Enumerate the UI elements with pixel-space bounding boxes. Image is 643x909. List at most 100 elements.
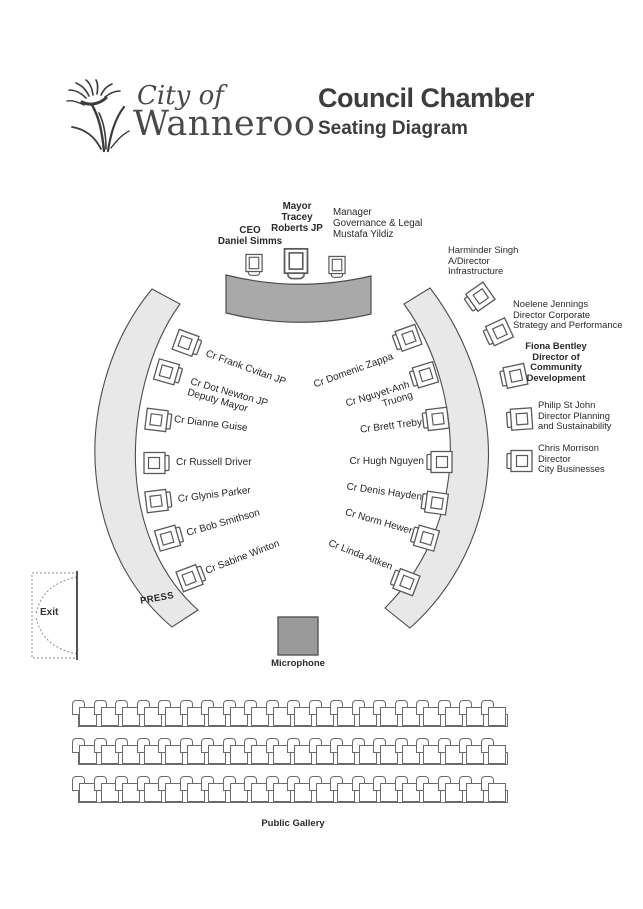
- chair-hugh-nguyen: [426, 450, 453, 474]
- gallery-seat: [179, 700, 208, 727]
- gallery-seat: [93, 776, 122, 803]
- label-harminder-singh: Harminder Singh A/Director Infrastructur…: [448, 244, 519, 277]
- chair-frank-cvitan: [172, 329, 203, 357]
- exit-label: Exit: [40, 607, 59, 618]
- mayor-label: Mayor Tracey Roberts JP: [271, 201, 323, 234]
- gallery-seat: [136, 776, 165, 803]
- gallery-seat-squab: [165, 745, 183, 764]
- gallery-seat: [287, 776, 315, 803]
- gallery-seat: [179, 776, 208, 803]
- gallery-seat-squab: [79, 783, 97, 802]
- gallery-seat: [351, 776, 380, 803]
- chair-philip-st-john: [505, 407, 534, 432]
- gallery-seat: [115, 738, 143, 765]
- gallery-seat: [158, 776, 186, 803]
- label-hugh-nguyen: Cr Hugh Nguyen: [349, 456, 424, 467]
- gallery-seat: [136, 700, 165, 727]
- gallery-seat: [308, 776, 337, 803]
- gallery-seat-squab: [444, 783, 463, 802]
- gallery-seat: [480, 700, 509, 727]
- gallery-seat-squab: [272, 745, 291, 764]
- gallery-seat-squab: [487, 745, 506, 764]
- gallery-seat-squab: [100, 707, 119, 726]
- gallery-seat: [330, 776, 358, 803]
- gallery-seat: [201, 738, 229, 765]
- gallery-seat-squab: [208, 707, 226, 726]
- mayor-chair: [283, 247, 309, 280]
- gallery-seat-squab: [401, 745, 420, 764]
- gallery-seat-squab: [315, 707, 334, 726]
- kangaroo-paw-icon: [66, 79, 130, 153]
- gallery-seat: [416, 738, 444, 765]
- gallery-seat-squab: [208, 783, 226, 802]
- gallery-seat: [287, 738, 315, 765]
- gallery-seat: [394, 776, 423, 803]
- gallery-seat-squab: [186, 707, 205, 726]
- gallery-seat-squab: [337, 745, 355, 764]
- label-chris-morrison: Chris Morrison Director City Businesses: [538, 442, 605, 475]
- gallery-seat: [437, 738, 466, 765]
- gallery-seat-squab: [401, 783, 420, 802]
- gallery-seat-squab: [208, 745, 226, 764]
- gallery-seat-squab: [143, 783, 162, 802]
- gallery-seat-squab: [294, 745, 312, 764]
- gallery-seat-squab: [186, 783, 205, 802]
- gallery-seat: [179, 738, 208, 765]
- public-gallery-row: [72, 776, 508, 803]
- gallery-seat-squab: [122, 707, 140, 726]
- gallery-seat-squab: [143, 745, 162, 764]
- gallery-seat: [459, 738, 487, 765]
- gallery-seat: [158, 738, 186, 765]
- gallery-seat: [115, 776, 143, 803]
- gallery-seat: [459, 776, 487, 803]
- gallery-seat: [265, 738, 294, 765]
- page-subtitle: Seating Diagram: [318, 118, 468, 139]
- chair-chris-morrison: [506, 449, 533, 473]
- gallery-seat: [244, 738, 272, 765]
- chair-sabine-winton: [176, 563, 207, 592]
- gallery-seat: [373, 776, 401, 803]
- right-desk-arc: [384, 287, 490, 629]
- gallery-seat-squab: [466, 745, 484, 764]
- microphone-table: [277, 616, 319, 656]
- gallery-seat-squab: [251, 707, 269, 726]
- microphone-label: Microphone: [271, 658, 325, 669]
- public-gallery-label: Public Gallery: [261, 818, 325, 829]
- gallery-seat-squab: [423, 707, 441, 726]
- gallery-seat-squab: [337, 707, 355, 726]
- gallery-seat: [265, 776, 294, 803]
- gallery-seat: [136, 738, 165, 765]
- gallery-seat: [394, 738, 423, 765]
- gallery-seat: [373, 738, 401, 765]
- chair-denis-hayden: [420, 490, 450, 516]
- chair-norm-hewer: [408, 523, 441, 552]
- label-fiona-bentley: Fiona Bentley Director of Community Deve…: [525, 340, 587, 383]
- ceo-label: CEO Daniel Simms: [217, 225, 283, 247]
- gallery-seat-squab: [122, 783, 140, 802]
- gallery-seat: [330, 738, 358, 765]
- gallery-seat: [244, 700, 272, 727]
- gallery-seat-squab: [337, 783, 355, 802]
- label-russell-driver: Cr Russell Driver: [176, 457, 252, 468]
- gallery-seat-squab: [229, 707, 248, 726]
- gallery-seat: [308, 738, 337, 765]
- gallery-seat: [394, 700, 423, 727]
- logo-wanneroo: Wanneroo: [133, 104, 316, 144]
- gallery-seat-squab: [100, 745, 119, 764]
- gallery-seat-squab: [466, 783, 484, 802]
- gallery-seat-squab: [294, 783, 312, 802]
- gallery-seat-squab: [251, 783, 269, 802]
- gallery-seat: [201, 776, 229, 803]
- gallery-seat-squab: [423, 783, 441, 802]
- chair-noelene-jennings: [481, 317, 515, 349]
- gallery-seat: [158, 700, 186, 727]
- gallery-seat: [287, 700, 315, 727]
- gallery-seat-squab: [444, 707, 463, 726]
- chair-dianne-guise: [145, 408, 172, 432]
- gallery-seat-squab: [79, 707, 97, 726]
- gallery-seat-squab: [423, 745, 441, 764]
- gallery-seat: [330, 700, 358, 727]
- gallery-seat: [308, 700, 337, 727]
- label-noelene-jennings: Noelene Jennings Director Corporate Stra…: [513, 298, 623, 331]
